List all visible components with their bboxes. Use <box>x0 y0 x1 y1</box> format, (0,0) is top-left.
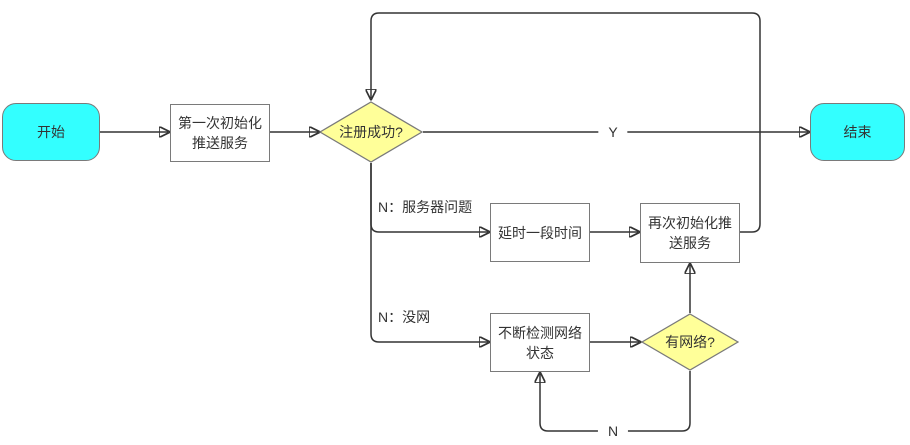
edge-label-yes: Y <box>598 124 628 140</box>
edge-label-no-network: N：没网 <box>378 309 431 325</box>
node-init-push-label: 第一次初始化推送服务 <box>178 115 262 151</box>
edge-decision-no-network-to-detect <box>370 163 488 342</box>
decision-diamond-shape <box>641 313 739 371</box>
node-start-label: 开始 <box>37 124 65 140</box>
edge-label-no-server: N：服务器问题 <box>378 199 473 215</box>
node-delay: 延时一段时间 <box>490 203 590 262</box>
node-end-label: 结束 <box>843 124 872 140</box>
node-reinit-push-label: 再次初始化推送服务 <box>648 215 732 251</box>
node-detect-network: 不断检测网络状态 <box>490 313 590 372</box>
node-has-network: 有网络? <box>641 313 739 371</box>
node-detect-network-label: 不断检测网络状态 <box>498 324 582 361</box>
edge-reinit-loop-to-decision-top <box>371 12 761 233</box>
edge-label-no: N <box>597 423 629 439</box>
node-start: 开始 <box>2 103 100 161</box>
edge-decision-no-server-to-delay <box>370 163 488 232</box>
node-register-ok-label: 注册成功? <box>339 124 403 140</box>
edge-hasnetwork-no-to-detect <box>540 371 691 432</box>
node-end: 结束 <box>810 103 905 161</box>
node-reinit-push: 再次初始化推送服务 <box>640 203 740 263</box>
node-has-network-label: 有网络? <box>665 334 715 350</box>
node-register-ok: 注册成功? <box>319 101 423 163</box>
node-delay-label: 延时一段时间 <box>498 224 582 241</box>
node-init-push: 第一次初始化推送服务 <box>170 104 270 162</box>
decision-diamond-shape <box>319 101 423 163</box>
